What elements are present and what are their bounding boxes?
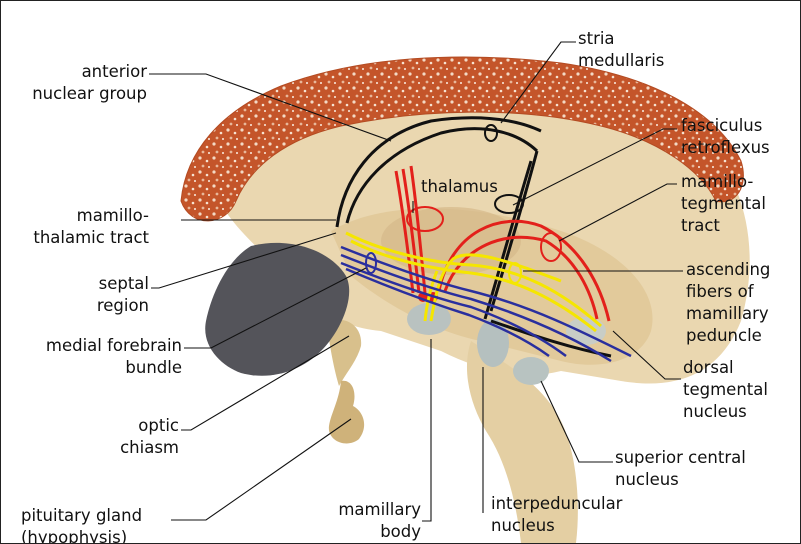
label-interpeduncular-line1: interpeduncular (491, 493, 622, 515)
cerebellum-shape (205, 243, 349, 376)
label-interpeduncular-nucleus: interpeduncular nucleus (491, 493, 622, 537)
label-dorsal-tegmental-nucleus: dorsal tegmental nucleus (683, 357, 768, 423)
label-thalamus: thalamus (421, 176, 498, 198)
label-pituitary-gland: pituitary gland (hypophysis) (21, 505, 142, 544)
label-optic-line1: optic (71, 415, 179, 437)
label-mamillothalamic-tract: mamillo- thalamic tract (31, 205, 149, 249)
label-anterior-line1: anterior (18, 61, 147, 83)
label-fasciculus-line2: retroflexus (681, 137, 770, 159)
label-fasciculus-line1: fasciculus (681, 115, 770, 137)
label-fasciculus-retroflexus: fasciculus retroflexus (681, 115, 770, 159)
label-mamillothalamic-line1: mamillo- (31, 205, 149, 227)
label-superior-central-nucleus: superior central nucleus (615, 447, 746, 491)
label-mamillary-line2: body (321, 521, 421, 543)
label-pituitary-line1: pituitary gland (21, 505, 142, 527)
label-mamillotegmental-tract: mamillo- tegmental tract (681, 171, 766, 237)
pituitary-shape (329, 381, 364, 444)
label-forebrain-line1: medial forebrain (11, 335, 182, 357)
label-mamillotegmental-line1: mamillo- (681, 171, 766, 193)
label-anterior-nuclear-group: anterior nuclear group (18, 61, 147, 105)
label-mamillary-body: mamillary body (321, 499, 421, 543)
label-pituitary-line2: (hypophysis) (21, 527, 142, 544)
label-stria-line2: medullaris (578, 50, 664, 72)
label-medial-forebrain-bundle: medial forebrain bundle (11, 335, 182, 379)
label-stria-line1: stria (578, 28, 664, 50)
label-optic-chiasm: optic chiasm (71, 415, 179, 459)
label-ascending-line1: ascending (686, 259, 770, 281)
label-septal-line2: region (61, 295, 149, 317)
label-ascending-fibers: ascending fibers of mamillary peduncle (686, 259, 770, 347)
label-mamillary-line1: mamillary (321, 499, 421, 521)
superior-central-shape (513, 357, 549, 385)
label-superior-line2: nucleus (615, 469, 746, 491)
label-interpeduncular-line2: nucleus (491, 515, 622, 537)
label-dorsal-line2: tegmental (683, 379, 768, 401)
label-mamillothalamic-line2: thalamic tract (31, 227, 149, 249)
leader-mamillary (422, 339, 431, 521)
label-thalamus-text: thalamus (421, 176, 498, 198)
label-mamillotegmental-line2: tegmental (681, 193, 766, 215)
label-dorsal-line1: dorsal (683, 357, 768, 379)
label-septal-region: septal region (61, 273, 149, 317)
label-superior-line1: superior central (615, 447, 746, 469)
label-ascending-line4: peduncle (686, 325, 770, 347)
label-ascending-line3: mamillary (686, 303, 770, 325)
label-septal-line1: septal (61, 273, 149, 295)
label-ascending-line2: fibers of (686, 281, 770, 303)
label-forebrain-line2: bundle (11, 357, 182, 379)
label-dorsal-line3: nucleus (683, 401, 768, 423)
label-mamillotegmental-line3: tract (681, 215, 766, 237)
label-anterior-line2: nuclear group (18, 83, 147, 105)
label-stria-medullaris: stria medullaris (578, 28, 664, 72)
label-optic-line2: chiasm (71, 437, 179, 459)
